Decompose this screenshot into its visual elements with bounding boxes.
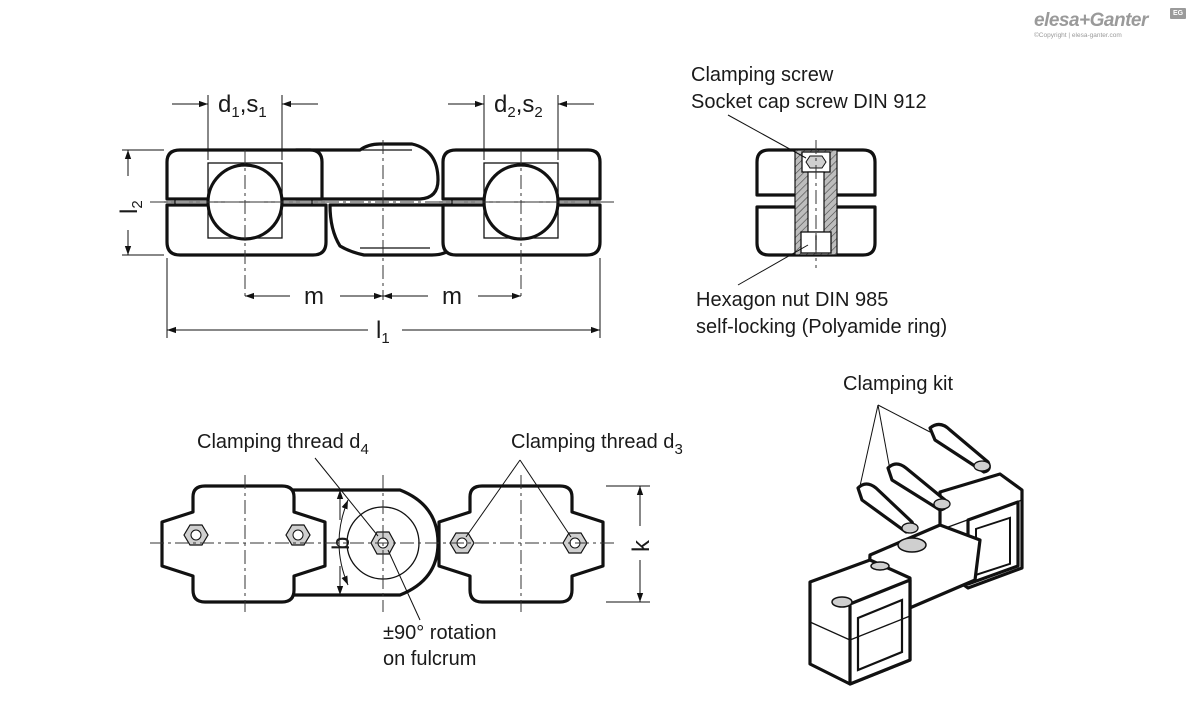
svg-text:l2: l2: [116, 200, 146, 214]
front-view: d1,s1 d2,s2 l2 m m l1: [116, 91, 615, 347]
self-locking-label: self-locking (Polyamide ring): [696, 316, 947, 338]
clamping-screw-label: Clamping screw: [691, 64, 834, 86]
isometric-view: Clamping kit: [808, 373, 1024, 686]
dim-d1-sub: 1: [231, 104, 239, 121]
dim-b: b: [328, 537, 355, 550]
link-arm-upper: [294, 142, 440, 201]
dim-m-left: m: [304, 283, 324, 310]
left-clamp: [160, 148, 334, 257]
dim-d1: d: [218, 91, 231, 118]
dim-l2: l: [116, 209, 143, 214]
dim-s2: ,s: [516, 91, 535, 118]
dim-s1: ,s: [240, 91, 259, 118]
dim-d2: d: [494, 91, 507, 118]
nut-left-inner: [285, 524, 311, 546]
dim-s1-sub: 1: [258, 104, 266, 121]
thread-d3-label: Clamping thread d: [511, 431, 674, 453]
dim-m-right: m: [442, 283, 462, 310]
svg-text:Clamping thread d4: Clamping thread d4: [197, 431, 369, 458]
dim-k: k: [628, 539, 655, 552]
svg-text:Clamping thread d3: Clamping thread d3: [511, 431, 683, 458]
dim-s2-sub: 2: [534, 104, 542, 121]
fulcrum-label: on fulcrum: [383, 648, 476, 670]
hexagon-nut-label: Hexagon nut DIN 985: [696, 289, 888, 311]
thread-d4-sub: 4: [360, 441, 368, 458]
elesa-ganter-logo: elesa+Ganter ©Copyright | elesa-ganter.c…: [1034, 8, 1186, 42]
nut-left-outer: [183, 524, 209, 546]
logo-copyright: ©Copyright | elesa-ganter.com: [1034, 32, 1122, 39]
dim-l2-sub: 2: [129, 200, 146, 208]
dim-l1-sub: 1: [381, 330, 389, 347]
section-view: Clamping screw Socket cap screw DIN 912 …: [691, 64, 947, 338]
logo-brand: elesa+Ganter: [1034, 10, 1148, 31]
svg-text:d1,s1: d1,s1: [218, 91, 267, 121]
dim-l1: l: [376, 317, 381, 344]
dim-d2-sub: 2: [507, 104, 515, 121]
left-clamp-top: [160, 484, 327, 604]
svg-text:l1: l1: [376, 317, 390, 347]
rotation-label: ±90° rotation: [383, 622, 497, 644]
top-view: b k Clamping thread d4 Clamping thread d…: [150, 431, 683, 670]
svg-text:d2,s2: d2,s2: [494, 91, 543, 121]
thread-d4-label: Clamping thread d: [197, 431, 360, 453]
socket-cap-screw-label: Socket cap screw DIN 912: [691, 91, 927, 113]
clamping-kit-label: Clamping kit: [843, 373, 953, 395]
logo-badge: EG: [1170, 8, 1186, 19]
thread-d3-sub: 3: [674, 441, 682, 458]
